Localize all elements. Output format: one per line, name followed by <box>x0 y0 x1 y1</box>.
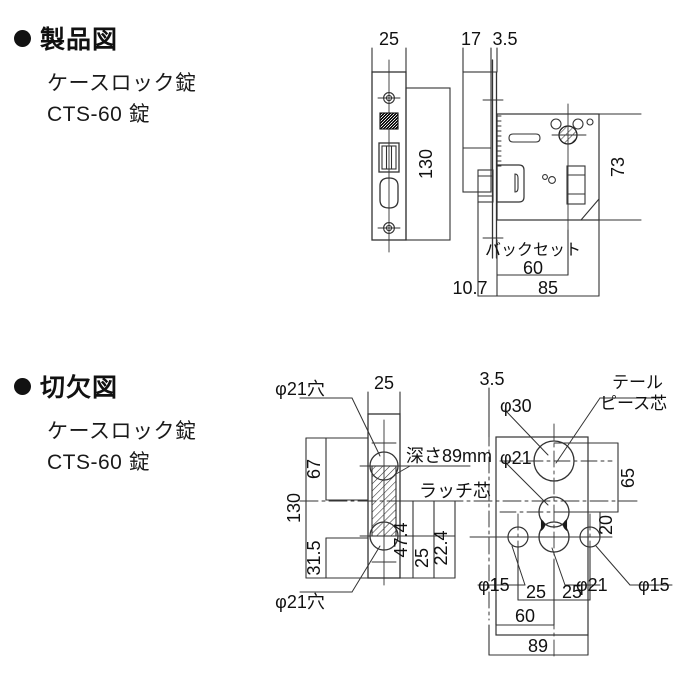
label-case-depth: 85 <box>538 278 558 298</box>
bullet-icon <box>14 29 31 47</box>
label-edge-upper-span: 67 <box>304 459 324 479</box>
product-section-heading: 製品図 ケースロック錠 CTS-60 錠 <box>14 20 196 130</box>
label-face-offset: 20 <box>596 515 616 535</box>
cutout-section-title: 切欠図 <box>40 374 119 402</box>
cutout-subtitle-line-1: ケースロック錠 <box>47 420 197 443</box>
label-faceplate-width: 25 <box>379 29 399 49</box>
dim-case-depth <box>477 201 600 297</box>
label-backset: バックセット <box>485 241 581 259</box>
callout-depth: 深さ89mm <box>406 446 492 466</box>
latch-bolt-icon <box>379 177 399 209</box>
screw-hole-bottom-icon <box>377 222 401 234</box>
callout-screw-right: φ15 <box>638 575 670 595</box>
label-edge-total-height: 130 <box>284 493 304 523</box>
deadbolt-slot-icon <box>378 142 400 173</box>
dim-edge-heights <box>305 437 369 579</box>
lock-case-chamfer <box>580 198 600 221</box>
strike-plate-outline <box>462 71 492 193</box>
label-backset-value: 60 <box>523 258 543 278</box>
label-face-total-width: 89 <box>528 636 548 656</box>
label-face-left-spacing: 25 <box>526 582 546 602</box>
label-strike-width: 17 <box>461 29 481 49</box>
faceplate-edge-strip <box>490 59 498 259</box>
dim-face-backset <box>495 599 555 626</box>
product-subtitle-line-1: ケースロック錠 <box>47 72 197 95</box>
callout-latch-hole: φ21 <box>576 575 608 595</box>
callout-hole-bottom: φ21穴 <box>275 592 325 612</box>
dim-strike-and-thickness <box>462 47 498 73</box>
callout-labels: φ21穴 φ21穴 深さ89mm ラッチ芯 φ30 テール ピース芯 φ21 φ… <box>275 373 670 612</box>
label-edge-latch-lower: 25 <box>412 548 432 568</box>
callout-leaders-edge <box>299 397 471 593</box>
dim-backset <box>496 229 569 276</box>
dim-face-right <box>553 442 619 538</box>
label-edge-width: 25 <box>374 373 394 393</box>
product-subtitle-line-2: CTS-60 錠 <box>47 103 151 127</box>
label-face-thickness: 3.5 <box>479 369 504 389</box>
label-face-upper-height: 65 <box>618 468 638 488</box>
label-faceplate-thickness: 3.5 <box>492 29 517 49</box>
latch-head-icon <box>477 164 525 203</box>
mounting-hole-b-icon <box>572 118 584 130</box>
mounting-hole-c-icon <box>586 118 594 126</box>
cutout-subtitle-line-2: CTS-60 錠 <box>47 451 151 475</box>
dimension-labels: 25 130 17 3.5 73 バックセット 60 10.7 85 25 13… <box>284 29 638 656</box>
label-case-height: 73 <box>608 157 628 177</box>
cutout-section-heading: 切欠図 ケースロック錠 CTS-60 錠 <box>14 368 196 478</box>
callout-leaders-face <box>477 397 673 586</box>
label-edge-latch-upper: 22.4 <box>431 530 451 565</box>
mounting-hole-a-icon <box>550 118 562 130</box>
callout-latch-center: ラッチ芯 <box>419 481 491 501</box>
product-section-title: 製品図 <box>40 26 119 54</box>
callout-tailpiece-2: ピース芯 <box>600 394 667 413</box>
callout-tailpiece-1: テール <box>612 373 663 392</box>
cylinder-aperture-icon <box>379 112 399 130</box>
label-edge-latch-span: 47.4 <box>391 522 411 557</box>
label-face-backset: 60 <box>515 606 535 626</box>
label-face-right-spacing: 25 <box>562 582 582 602</box>
face-view-outline <box>495 436 589 636</box>
callout-cylinder-hole: φ30 <box>500 396 532 416</box>
callout-hub-hole: φ21 <box>500 448 532 468</box>
callout-hole-top: φ21穴 <box>275 379 325 399</box>
cylinder-keyway-icon <box>508 133 541 143</box>
deadbolt-body-icon <box>566 165 586 205</box>
small-hole-e-icon <box>548 176 556 184</box>
dim-edge-width <box>367 391 401 415</box>
dim-faceplate-height <box>405 87 451 241</box>
screw-hole-top-icon <box>377 92 401 104</box>
label-edge-lower-span: 31.5 <box>304 540 324 575</box>
label-faceplate-height: 130 <box>416 149 436 179</box>
dim-face-total <box>488 624 589 656</box>
bullet-icon <box>14 377 31 395</box>
small-hole-d-icon <box>542 174 548 180</box>
label-latch-projection: 10.7 <box>452 278 487 298</box>
callout-screw-left: φ15 <box>478 575 510 595</box>
dim-faceplate-width <box>371 47 407 73</box>
face-overlap-fill <box>540 518 568 532</box>
faceplate-knurl-marks <box>496 115 502 167</box>
dim-case-height <box>598 113 642 221</box>
